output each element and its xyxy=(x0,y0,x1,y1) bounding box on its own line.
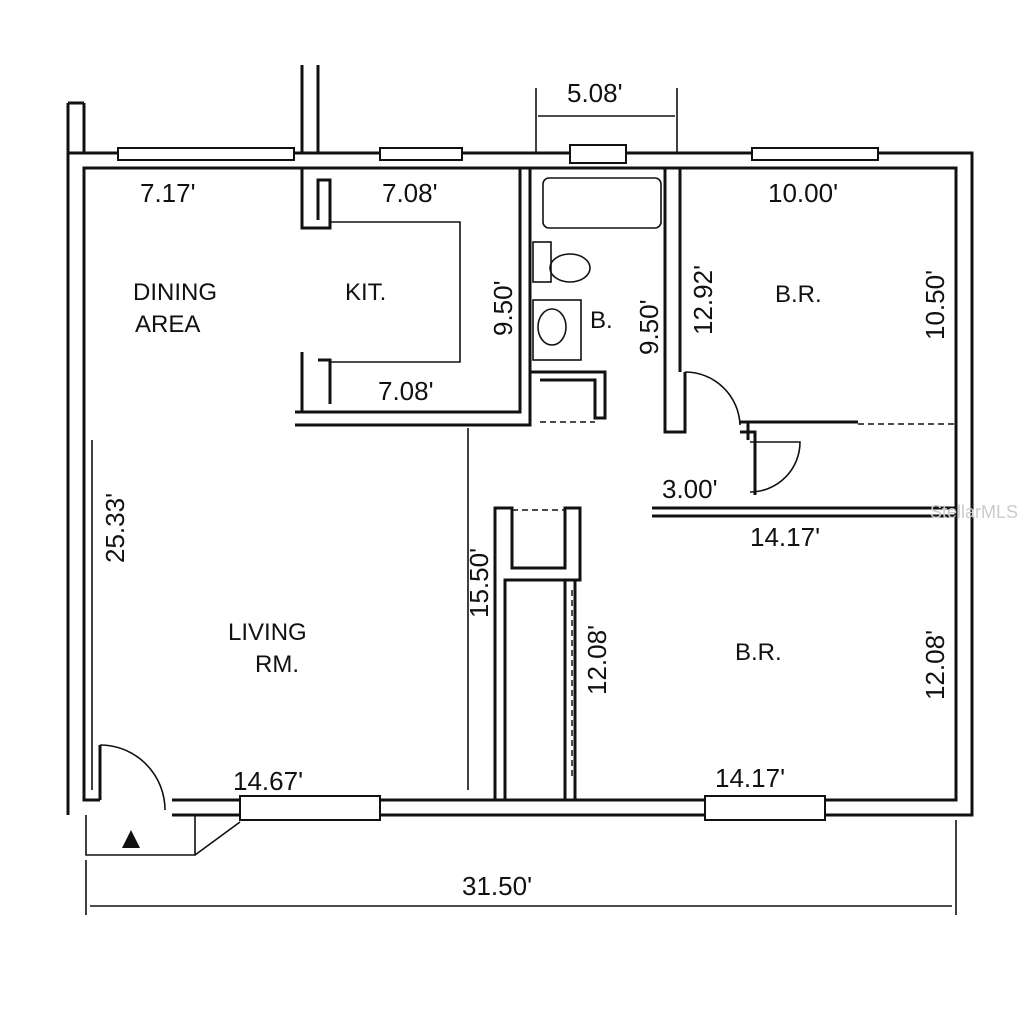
walls xyxy=(66,65,974,856)
room-bath: B. xyxy=(590,307,613,334)
dim-bath-depth: 9.50' xyxy=(634,299,664,355)
dim-kitchen-bottom: 7.08' xyxy=(378,376,434,406)
dim-kitchen-top: 7.08' xyxy=(382,178,438,208)
room-living-1: LIVING xyxy=(228,619,307,646)
dimension-lines xyxy=(85,88,957,915)
room-bedroom-1: B.R. xyxy=(775,281,822,308)
dimension-labels: 7.17' 7.08' 7.08' 9.50' 5.08' 9.50' 10.0… xyxy=(100,78,950,901)
dim-br2-bottom: 14.17' xyxy=(715,763,785,793)
dim-br2-left: 12.08' xyxy=(582,625,612,695)
room-dining-2: AREA xyxy=(135,311,200,338)
room-labels: DINING AREA KIT. B. B.R. B.R. LIVING RM. xyxy=(133,279,822,678)
room-bedroom-2: B.R. xyxy=(735,639,782,666)
watermark: StellarMLS xyxy=(930,502,1018,522)
dim-br1-width: 10.00' xyxy=(768,178,838,208)
dim-living-depth: 15.50' xyxy=(464,548,494,618)
dim-br2-top: 14.17' xyxy=(750,522,820,552)
dim-hall-door: 3.00' xyxy=(662,474,718,504)
dim-bath-width: 5.08' xyxy=(567,78,623,108)
dim-living-width: 14.67' xyxy=(233,766,303,796)
room-dining-1: DINING xyxy=(133,279,217,306)
dim-overall-depth: 25.33' xyxy=(100,493,130,563)
room-living-2: RM. xyxy=(255,651,299,678)
dim-br1-right: 10.50' xyxy=(920,270,950,340)
room-kitchen: KIT. xyxy=(345,279,386,306)
dim-overall-width: 31.50' xyxy=(462,871,532,901)
dim-kitchen-depth: 9.50' xyxy=(488,280,518,336)
dim-br2-right: 12.08' xyxy=(920,630,950,700)
dim-dining-width: 7.17' xyxy=(140,178,196,208)
dim-br1-left: 12.92' xyxy=(688,265,718,335)
entry-arrow-icon xyxy=(122,830,140,848)
